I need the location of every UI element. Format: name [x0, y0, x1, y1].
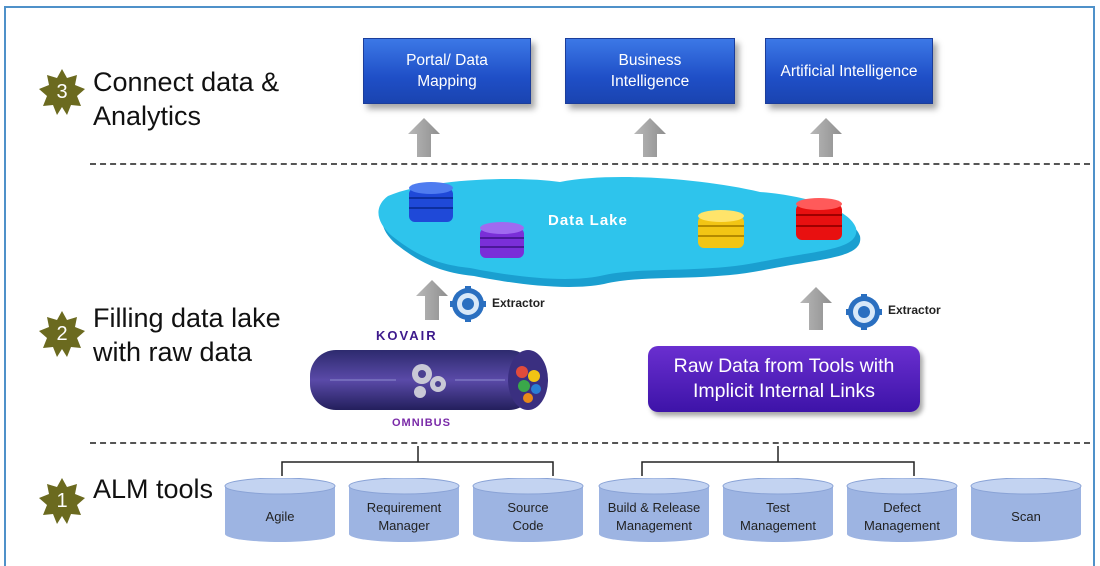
extractor-label-left: Extractor: [492, 296, 545, 310]
top-box-3-line1: Artificial Intelligence: [780, 62, 918, 80]
layer-2-title: Filling data lake with raw data: [93, 301, 281, 369]
artificial-intelligence-box: Artificial Intelligence: [765, 38, 933, 104]
tool-build-release-management-label-line1: Build & Release: [607, 500, 701, 515]
layer-2-line1: Filling data lake: [93, 303, 281, 333]
layer-1-number: 1: [56, 490, 68, 512]
layer-3-number: 3: [56, 81, 68, 103]
raw-data-line2: Implicit Internal Links: [692, 380, 876, 402]
tool-requirement-manager-label-line1: Requirement: [366, 500, 442, 515]
tool-source-code-label-line2: Code: [512, 518, 544, 533]
tool-scan-cylinder: Scan: [970, 478, 1082, 542]
tool-agile-cylinder: Agile: [224, 478, 336, 542]
up-arrow-2: [634, 118, 666, 157]
badge-star-shape: [39, 311, 85, 357]
red-database-icon: [796, 198, 842, 240]
up-arrow-raw-data: [800, 287, 832, 330]
bracket-right: [641, 446, 915, 476]
layer-3-title: Connect data & Analytics: [93, 65, 279, 133]
tool-test-management-label-line1: Test: [766, 500, 790, 515]
database-cylinder-icon: [472, 478, 584, 542]
extractor-gear-icon-left: [450, 286, 486, 322]
bracket-left: [281, 446, 554, 476]
top-box-1-line1: Portal/ Data: [406, 52, 488, 69]
layer-3-badge: 3: [39, 69, 85, 115]
yellow-database-icon: [698, 210, 744, 248]
layer-1-line1: ALM tools: [93, 474, 214, 504]
top-box-1-line2: Mapping: [417, 73, 477, 90]
database-cylinder-icon: [348, 478, 460, 542]
database-cylinder-icon: [598, 478, 710, 542]
layer-1-title: ALM tools: [93, 472, 213, 506]
blue-database-icon: [409, 182, 453, 222]
database-cylinder-icon: [970, 478, 1082, 542]
tool-test-management-label-line2: Management: [740, 518, 816, 533]
omnibus-logo-text: OMNIBUS: [392, 417, 451, 429]
tool-agile-label-line1: Agile: [265, 509, 295, 524]
tool-defect-management-label-line2: Management: [864, 518, 940, 533]
database-cylinder-icon: [722, 478, 834, 542]
database-cylinder-icon: [846, 478, 958, 542]
omnibus-pipe: [310, 350, 548, 410]
tool-build-release-management-label-line2: Management: [616, 518, 692, 533]
extractor-gear-icon-right: [846, 294, 882, 330]
purple-database-icon: [480, 222, 524, 258]
tool-source-code-label-line1: Source: [507, 500, 549, 515]
separator-top: [90, 163, 1090, 165]
layer-2-number: 2: [56, 323, 68, 345]
gears-icon: [412, 364, 446, 398]
layer-2-badge: 2: [39, 311, 85, 357]
frame-border: [4, 6, 1095, 566]
tool-defect-management-label-line1: Defect: [883, 500, 921, 515]
layer-2-line2: with raw data: [93, 337, 253, 367]
tool-scan-label-line1: Scan: [1011, 509, 1041, 524]
badge-star-shape: [39, 69, 85, 115]
layer-1-badge: 1: [39, 478, 85, 524]
extractor-label-right: Extractor: [888, 303, 941, 317]
layer-3-line1: Connect data &: [93, 67, 280, 97]
up-arrow-3: [810, 118, 842, 157]
layer-3-line2: Analytics: [93, 101, 202, 131]
up-arrow-omnibus: [416, 280, 448, 320]
badge-star-shape: [39, 478, 85, 524]
top-box-2-line2: Intelligence: [610, 73, 690, 90]
separator-bottom: [90, 442, 1090, 444]
tool-requirement-manager-label-line2: Manager: [378, 518, 430, 533]
kovair-logo-text: KOVAIR: [376, 328, 438, 343]
data-lake-label: Data Lake: [548, 212, 628, 229]
top-box-2-line1: Business: [618, 52, 682, 69]
raw-data-line1: Raw Data from Tools with: [673, 355, 895, 377]
up-arrow-1: [408, 118, 440, 157]
database-cylinder-icon: [224, 478, 336, 542]
